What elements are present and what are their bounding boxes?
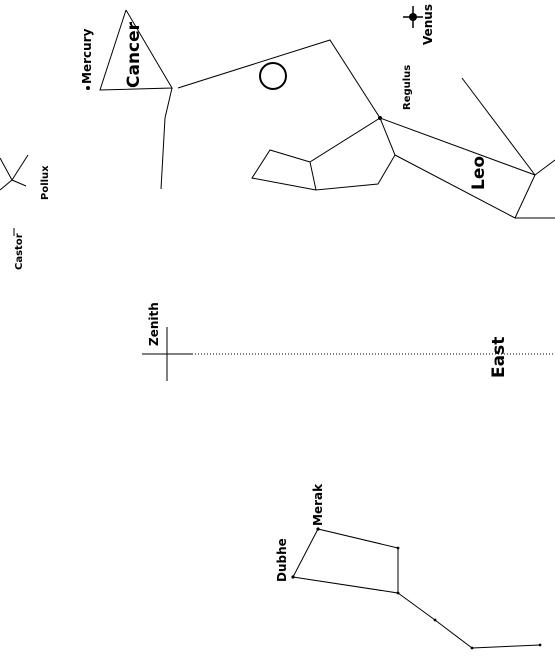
dubhe-label: Dubhe (275, 538, 289, 582)
mercury-label: Mercury (80, 28, 94, 84)
east-label: East (489, 337, 509, 378)
leo-label: Leo (469, 156, 489, 190)
gemini-lines (0, 154, 29, 236)
cancer-constellation (99, 9, 173, 190)
big-dipper-constellation (292, 528, 541, 649)
pollux-label: Pollux (40, 165, 51, 200)
regulus-star (378, 116, 382, 120)
regulus-label: Regulus (402, 65, 413, 110)
venus-label: Venus (421, 4, 435, 45)
merak-label: Merak (311, 483, 325, 526)
zenith-label: Zenith (147, 302, 161, 346)
mercury-icon (86, 86, 90, 90)
sun-icon (167, 0, 377, 193)
venus-icon (403, 6, 423, 28)
castor-label: Castor (14, 233, 25, 270)
zenith-crosshair (142, 327, 192, 381)
cancer-label: Cancer (124, 21, 144, 88)
big-dipper-stars (291, 527, 542, 650)
leo-constellation (177, 39, 555, 219)
